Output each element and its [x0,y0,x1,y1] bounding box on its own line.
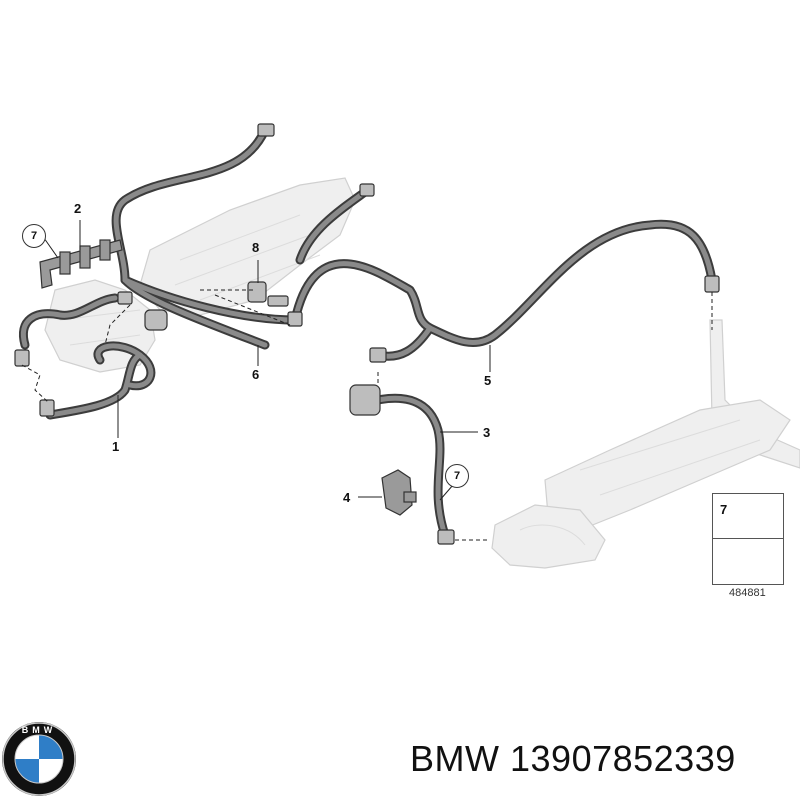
bracket-4 [381,469,417,516]
bracket-2 [39,239,123,289]
part-number: 13907852339 [510,738,736,779]
connector-right-end [704,275,720,293]
bmw-logo-icon: BMW [2,722,76,796]
part-reference-box: 7 [712,493,784,585]
ghost-components [44,177,800,569]
callout-1[interactable]: 1 [112,439,120,454]
circle-callout-7-left[interactable]: 7 [22,224,46,248]
connector-left-1 [14,349,30,367]
brand-part-number: BMW 13907852339 [410,738,736,780]
ghost-intake-manifold [139,177,356,316]
callout-4[interactable]: 4 [343,490,351,505]
connector-hose-3 [369,347,387,363]
connector-sensor-8 [267,295,289,307]
ghost-lower-housing [491,504,606,569]
connector-mid [287,311,303,327]
hoses [19,125,717,540]
assembly-lines [21,289,713,541]
connector-lower [437,529,455,545]
callout-2[interactable]: 2 [74,201,82,216]
connector-left-2 [39,399,55,417]
diagram-id: 484881 [729,587,766,599]
callout-6[interactable]: 6 [252,367,260,382]
connectors [14,123,720,545]
bmw-logo-text: BMW [22,725,57,735]
connector-left-3 [117,291,133,305]
valve-left [144,309,168,331]
valve-body [349,384,381,416]
sensor-8 [247,281,267,303]
callout-5[interactable]: 5 [484,373,492,388]
part-box-top-cell: 7 [713,494,783,539]
leader-lines [43,220,491,501]
callout-8[interactable]: 8 [252,240,260,255]
circle-callout-7-lower[interactable]: 7 [445,464,469,488]
callout-3[interactable]: 3 [483,425,491,440]
part-box-number: 7 [720,502,728,517]
connector-top [257,123,275,137]
brand-name: BMW [410,738,500,779]
connector-upper-right [359,183,375,197]
